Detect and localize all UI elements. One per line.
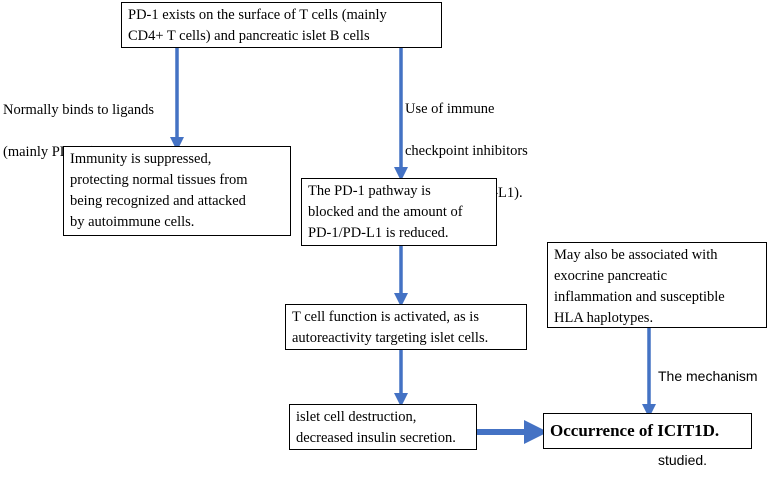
- t-cell-activated-box: T cell function is activated, as is auto…: [285, 304, 527, 350]
- pd1-surface-line-2: CD4+ T cells) and pancreatic islet B cel…: [128, 28, 370, 44]
- also-associated-line-2: exocrine pancreatic: [554, 268, 668, 284]
- pathway-blocked-box: The PD-1 pathway is blocked and the amou…: [301, 178, 497, 246]
- mechanism-line-1: The mechanism: [658, 368, 758, 384]
- pd1-surface-box: PD-1 exists on the surface of T cells (m…: [121, 2, 442, 48]
- immunity-suppressed-line-2: protecting normal tissues from: [70, 172, 248, 188]
- pathway-blocked-line-2: blocked and the amount of: [308, 204, 463, 220]
- t-cell-activated-line-2: autoreactivity targeting islet cells.: [292, 330, 489, 346]
- occurrence-box: Occurrence of ICIT1D.: [543, 413, 752, 449]
- pd1-surface-line-1: PD-1 exists on the surface of T cells (m…: [128, 7, 387, 23]
- immunity-suppressed-box: Immunity is suppressed, protecting norma…: [63, 146, 291, 236]
- mechanism-line-3: studied.: [658, 452, 708, 468]
- immunity-suppressed-line-3: being recognized and attacked: [70, 193, 246, 209]
- islet-destruction-line-2: decreased insulin secretion.: [296, 430, 456, 446]
- immunity-suppressed-line-1: Immunity is suppressed,: [70, 151, 212, 167]
- occurrence-text: Occurrence of ICIT1D.: [550, 421, 720, 440]
- t-cell-activated-line-1: T cell function is activated, as is: [292, 309, 479, 325]
- islet-destruction-box: islet cell destruction, decreased insuli…: [289, 404, 477, 450]
- binds-ligands-line-1: Normally binds to ligands: [3, 102, 155, 118]
- pathway-blocked-line-3: PD-1/PD-L1 is reduced.: [308, 225, 449, 241]
- checkpoint-inhibitors-line-2: checkpoint inhibitors: [405, 143, 528, 159]
- flow-arrows: [170, 48, 656, 444]
- islet-destruction-line-1: islet cell destruction,: [296, 409, 417, 425]
- also-associated-line-4: HLA haplotypes.: [554, 310, 654, 326]
- pathway-blocked-line-1: The PD-1 pathway is: [308, 183, 431, 199]
- also-associated-line-3: inflammation and susceptible: [554, 289, 725, 305]
- checkpoint-inhibitors-line-1: Use of immune: [405, 101, 495, 117]
- also-associated-line-1: May also be associated with: [554, 247, 718, 263]
- also-associated-box: May also be associated with exocrine pan…: [547, 242, 767, 328]
- immunity-suppressed-line-4: by autoimmune cells.: [70, 214, 195, 230]
